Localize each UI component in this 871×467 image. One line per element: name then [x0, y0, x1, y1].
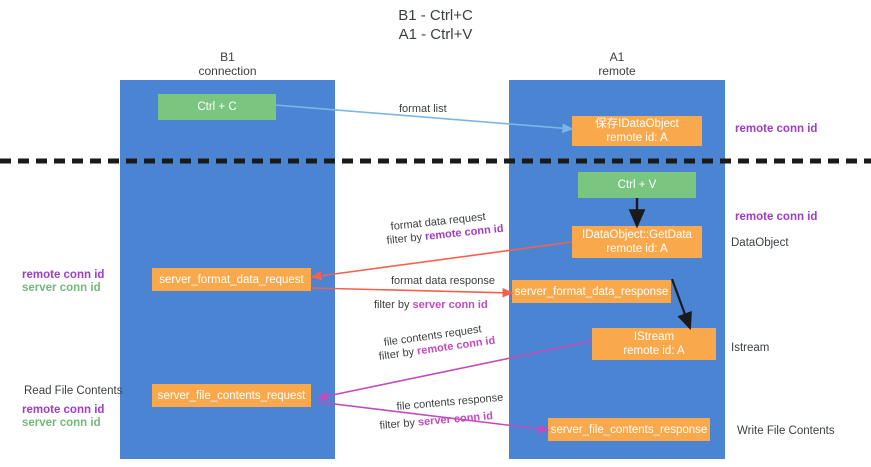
lane-header-a1-name: A1 — [609, 50, 625, 64]
diagram-title: B1 - Ctrl+C A1 - Ctrl+V — [0, 6, 871, 44]
annotation-left-read-file-contents: Read File Contents — [24, 385, 123, 397]
node-save-idataobject-line-1: 保存IDataObject — [595, 118, 679, 130]
node-server-format-data-response[interactable]: server_format_data_response — [512, 280, 671, 303]
node-save-idataobject-line-2: remote id: A — [606, 132, 668, 144]
lane-header-a1-sub: remote — [598, 64, 636, 78]
lane-header-a1: A1 remote — [509, 50, 725, 78]
annotation-right-write-file-contents: Write File Contents — [737, 425, 835, 437]
node-server-format-data-request-label: server_format_data_request — [159, 273, 304, 286]
node-server-format-data-request[interactable]: server_format_data_request — [152, 268, 311, 291]
lane-header-b1-name: B1 — [220, 50, 235, 64]
node-server-file-contents-response[interactable]: server_file_contents_response — [548, 418, 710, 441]
edge-label-format-data-response: format data response — [391, 275, 495, 287]
node-ctrl-v[interactable]: Ctrl + V — [578, 172, 696, 198]
diagram-title-line-1: B1 - Ctrl+C — [398, 7, 473, 24]
diagram-title-line-2: A1 - Ctrl+V — [398, 26, 473, 43]
node-server-file-contents-request[interactable]: server_file_contents_request — [152, 384, 311, 407]
annotation-right-remote-conn-id-mid: remote conn id — [735, 211, 818, 223]
connector-format-data-response — [311, 287, 514, 298]
node-idataobject-getdata[interactable]: IDataObject::GetData remote id: A — [572, 226, 702, 258]
node-idataobject-getdata-line-1: IDataObject::GetData — [582, 229, 692, 241]
annotation-right-remote-conn-id-top: remote conn id — [735, 123, 818, 135]
connector-format-list — [274, 104, 574, 134]
node-server-file-contents-request-label: server_file_contents_request — [157, 389, 306, 402]
annotation-right-istream: Istream — [731, 342, 770, 354]
connector-file-contents-request — [316, 340, 593, 401]
edge-label-format-data-response-filter: filter by server conn id — [374, 298, 488, 312]
annotation-left-remote-conn-id-mid: remote conn id — [22, 269, 105, 281]
connector-response-to-istream — [670, 278, 692, 331]
node-istream-line-2: remote id: A — [623, 345, 685, 357]
edge-label-format-data-response-filter-key: server conn id — [412, 299, 488, 311]
connector-format-data-request — [310, 241, 573, 281]
node-ctrl-c-label: Ctrl + C — [197, 101, 237, 113]
node-istream[interactable]: IStream remote id: A — [592, 328, 716, 360]
connector-file-contents-response — [317, 401, 550, 434]
lane-header-b1: B1 connection — [120, 50, 335, 78]
annotation-left-remote-conn-id-bot: remote conn id — [22, 404, 105, 416]
annotation-left-server-conn-id-mid: server conn id — [22, 282, 101, 294]
edge-label-format-list: format list — [399, 103, 447, 115]
annotation-left-server-conn-id-bot: server conn id — [22, 417, 101, 429]
node-idataobject-getdata-line-2: remote id: A — [606, 243, 668, 255]
lane-header-b1-sub: connection — [198, 64, 257, 78]
node-ctrl-c[interactable]: Ctrl + C — [158, 94, 276, 120]
node-istream-line-1: IStream — [633, 331, 675, 343]
annotation-right-dataobject: DataObject — [731, 237, 789, 249]
node-server-format-data-response-label: server_format_data_response — [514, 285, 669, 298]
node-save-idataobject[interactable]: 保存IDataObject remote id: A — [572, 116, 702, 146]
edge-label-format-data-response-filter-prefix: filter by — [374, 299, 413, 311]
node-server-file-contents-response-label: server_file_contents_response — [550, 423, 708, 436]
node-ctrl-v-label: Ctrl + V — [617, 179, 657, 191]
